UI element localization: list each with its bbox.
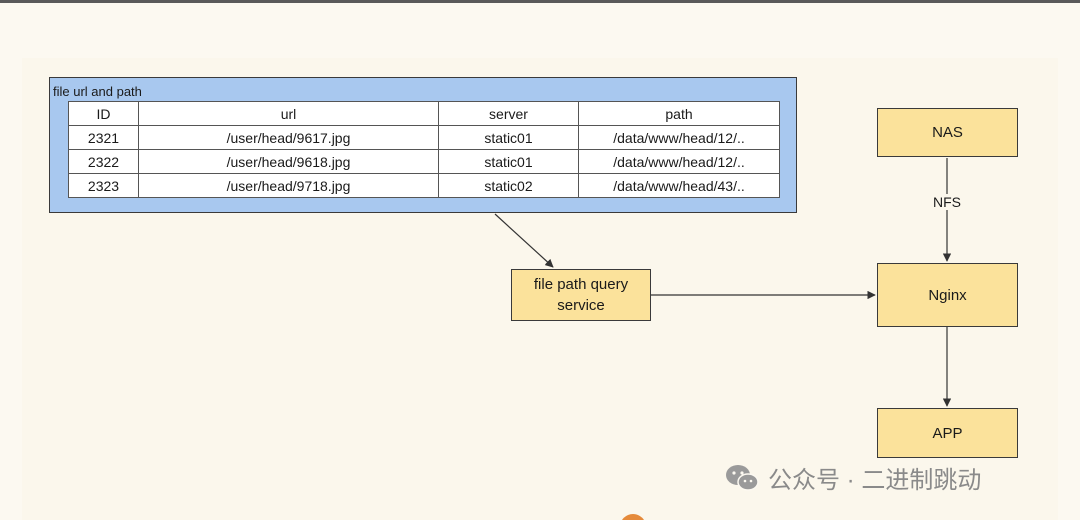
table-cell: /user/head/9617.jpg (138, 125, 439, 150)
table-cell: /user/head/9618.jpg (138, 149, 439, 174)
table-cell: /data/www/head/12/.. (578, 149, 780, 174)
table-cell: 2323 (68, 173, 139, 198)
table-row: 2321 /user/head/9617.jpg static01 /data/… (68, 125, 780, 150)
table-row: 2323 /user/head/9718.jpg static02 /data/… (68, 173, 780, 198)
node-label: NAS (932, 124, 963, 141)
file-path-table: ID url server path 2321 /user/head/9617.… (68, 101, 780, 198)
watermark: 公众号 · 二进制跳动 (724, 460, 981, 495)
file-path-query-service-node: file path query service (511, 269, 651, 321)
node-label: file path query service (533, 276, 629, 314)
wechat-icon (726, 464, 759, 491)
node-label: APP (932, 424, 963, 442)
app-node: APP (877, 408, 1018, 458)
nas-node: NAS (877, 108, 1018, 157)
nfs-edge-label: NFS (920, 194, 974, 210)
table-cell: /data/www/head/12/.. (578, 125, 780, 150)
table-header-row: ID url server path (68, 101, 780, 126)
table-cell: /data/www/head/43/.. (578, 173, 780, 198)
table-row: 2322 /user/head/9618.jpg static01 /data/… (68, 149, 780, 174)
column-header: url (138, 101, 439, 126)
cropped-caption-fragment (620, 511, 1080, 520)
table-cell: static02 (438, 173, 579, 198)
cropped-dot-icon (620, 514, 646, 520)
node-label: Nginx (928, 286, 967, 304)
watermark-text: 公众号 · 二进制跳动 (768, 467, 982, 494)
edge-table-to-query-service (494, 213, 554, 268)
table-cell: /user/head/9718.jpg (138, 173, 439, 198)
nginx-node: Nginx (877, 263, 1018, 327)
top-edge-strip (0, 0, 1080, 3)
panel-title: file url and path (53, 84, 142, 99)
table-cell: 2321 (68, 125, 139, 150)
column-header: server (438, 101, 579, 126)
table-cell: static01 (438, 125, 579, 150)
column-header: ID (68, 101, 139, 126)
